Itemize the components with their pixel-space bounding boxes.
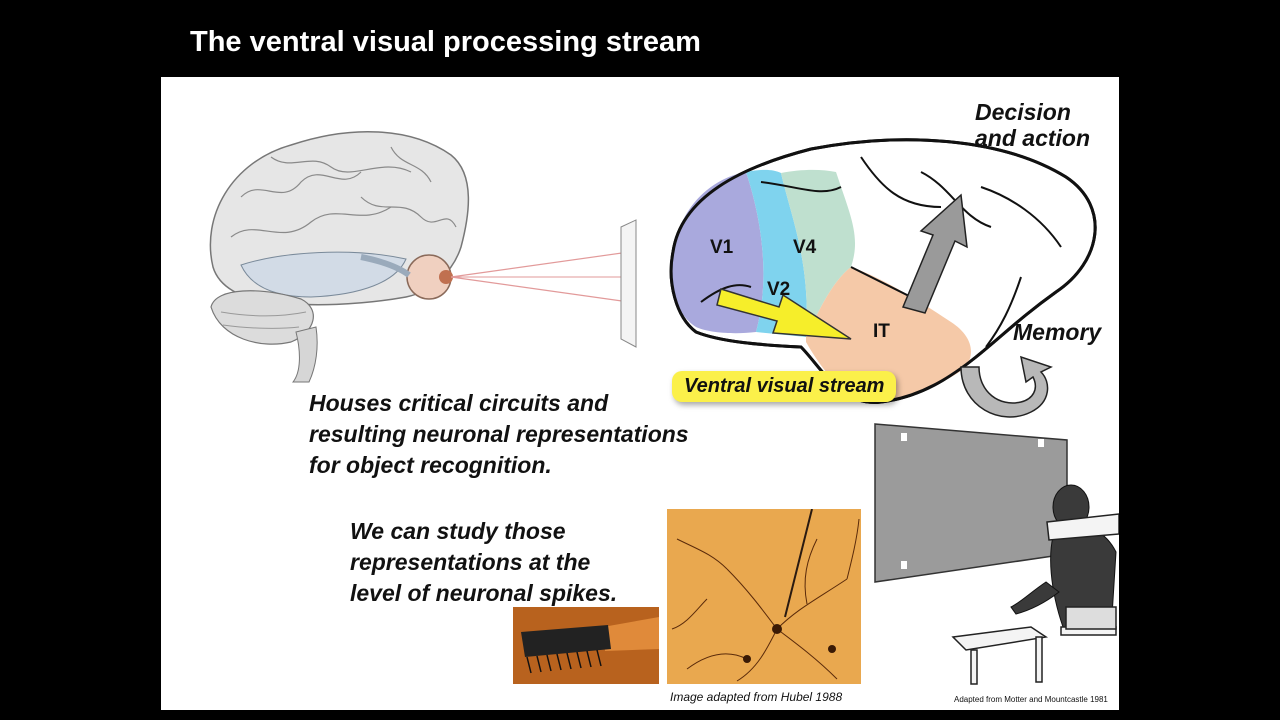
v1-label: V1 xyxy=(710,237,734,258)
v2-region xyxy=(746,169,807,337)
slide-canvas: V1 V4 V2 IT Decision and action Memory V… xyxy=(161,77,1119,710)
slide-title: The ventral visual processing stream xyxy=(190,26,701,58)
description-text: Houses critical circuits and resulting n… xyxy=(309,390,689,478)
study-text: We can study those representations at th… xyxy=(350,518,618,606)
v4-region xyxy=(781,169,856,337)
electrode-array-photo xyxy=(513,607,659,684)
monkey-experiment-illustration xyxy=(874,423,1119,685)
neuron-micrograph xyxy=(667,509,861,684)
ventral-stream-arrow xyxy=(716,288,852,340)
memory-arrow xyxy=(960,355,1053,418)
ventral-stream-badge: Ventral visual stream xyxy=(672,371,897,402)
motter-credit: Adapted from Motter and Mountcastle 1981 xyxy=(954,695,1108,704)
human-brain-illustration xyxy=(209,130,637,383)
v4-label: V4 xyxy=(793,237,817,258)
decision-arrow xyxy=(901,193,968,314)
v1-region xyxy=(671,172,764,334)
hubel-caption: Image adapted from Hubel 1988 xyxy=(670,690,843,704)
v2-label: V2 xyxy=(767,279,791,300)
it-label: IT xyxy=(873,321,890,342)
monkey-brain-diagram xyxy=(669,138,1097,418)
memory-label: Memory xyxy=(1013,319,1102,345)
it-region xyxy=(806,267,971,403)
decision-label: Decision and action xyxy=(975,99,1091,151)
